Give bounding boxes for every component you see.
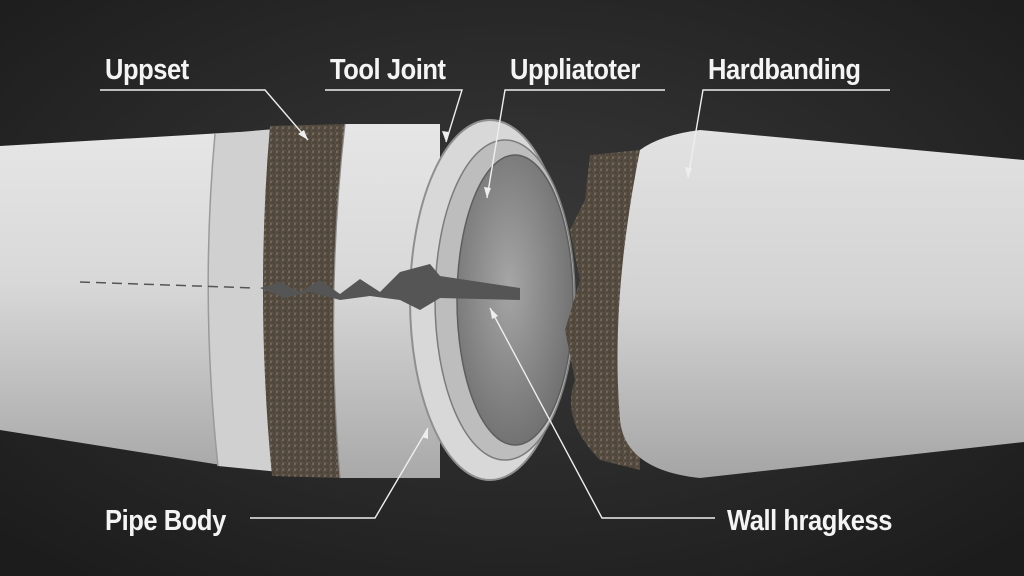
center-line — [79, 281, 256, 289]
right-pipe-body — [617, 130, 1024, 478]
label-wall-thickness: Wall hragkess — [727, 505, 892, 537]
label-pipe-body: Pipe Body — [105, 505, 226, 537]
left-pipe-body — [0, 132, 240, 468]
label-uppliatoter: Uppliatoter — [510, 54, 640, 86]
pipe-bore — [456, 154, 574, 446]
label-hardbanding: Hardbanding — [708, 54, 861, 86]
leader-arrowheads — [298, 130, 692, 439]
crack — [260, 264, 520, 310]
worn-section-left — [262, 124, 345, 478]
leader-lines — [100, 89, 890, 519]
label-upset: Uppset — [105, 54, 189, 86]
tool-joint-section — [333, 124, 440, 478]
label-tool-joint: Tool Joint — [330, 54, 446, 86]
